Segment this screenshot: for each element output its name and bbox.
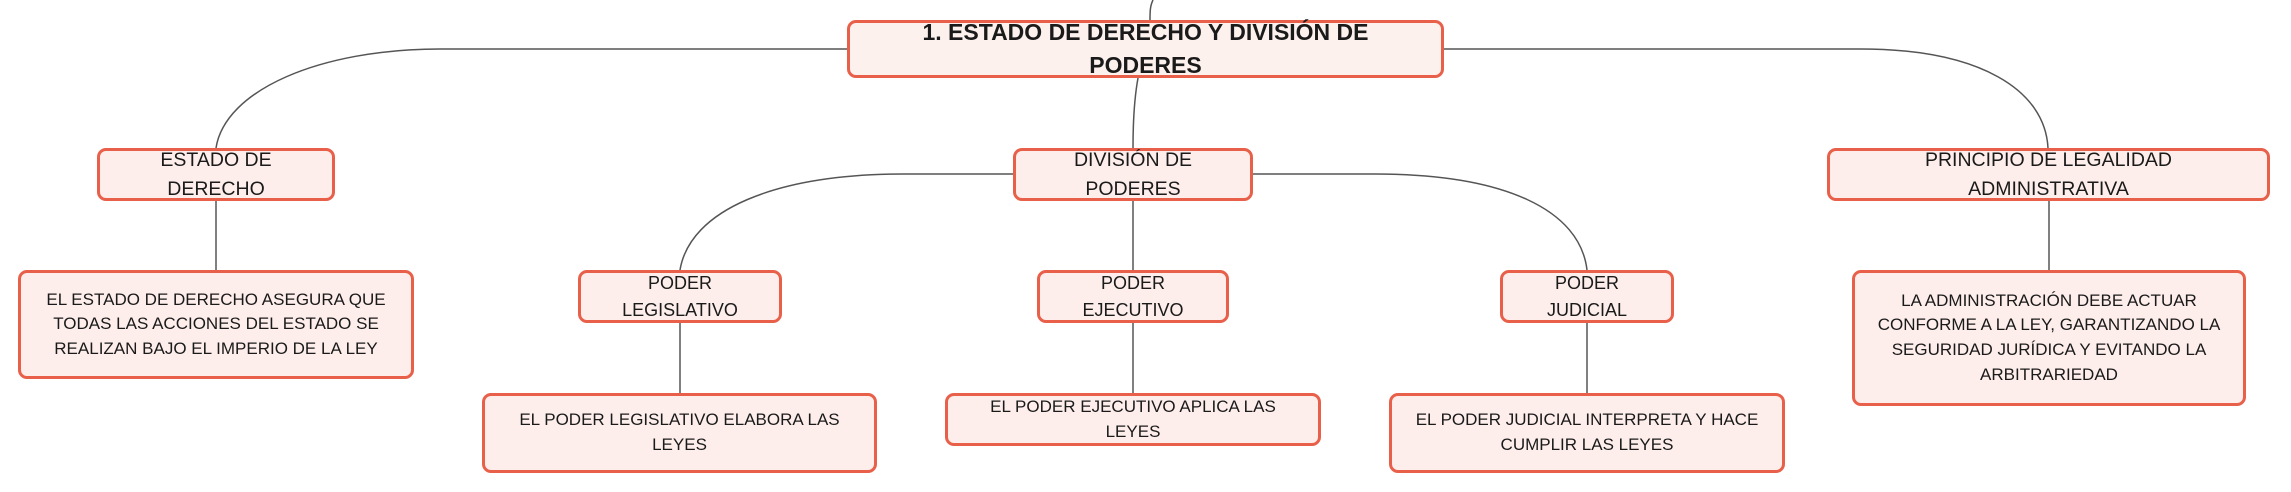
connector-division-judicial <box>1252 173 1588 271</box>
poder-ejecutivo-detail-text: EL PODER EJECUTIVO APLICA LAS LEYES <box>990 396 1276 441</box>
estado-de-derecho-detail-node[interactable]: EL ESTADO DE DERECHO ASEGURA QUE TODAS L… <box>18 270 414 379</box>
principio-legalidad-detail-text: LA ADMINISTRACIÓN DEBE ACTUAR CONFORME A… <box>1877 290 2221 384</box>
root-node[interactable]: 1. ESTADO DE DERECHO Y DIVISIÓN DE PODER… <box>847 19 1444 78</box>
poder-judicial-detail-text: EL PODER JUDICIAL INTERPRETA Y HACE CUMP… <box>1415 410 1759 454</box>
poder-ejecutivo-label: PODER EJECUTIVO <box>1082 273 1184 320</box>
poder-ejecutivo-node[interactable]: PODER EJECUTIVO <box>1037 270 1229 323</box>
poder-judicial-label: PODER JUDICIAL <box>1546 273 1627 320</box>
estado-de-derecho-node[interactable]: ESTADO DE DERECHO <box>97 148 335 201</box>
connector-root-legalidad <box>1444 48 2049 149</box>
poder-legislativo-node[interactable]: PODER LEGISLATIVO <box>578 270 782 323</box>
connector-division-legislativo <box>679 173 1013 271</box>
root-node-label: 1. ESTADO DE DERECHO Y DIVISIÓN DE PODER… <box>922 18 1369 78</box>
connector-parent-root <box>1149 0 1154 21</box>
poder-judicial-node[interactable]: PODER JUDICIAL <box>1500 270 1674 323</box>
principio-legalidad-detail-node[interactable]: LA ADMINISTRACIÓN DEBE ACTUAR CONFORME A… <box>1852 270 2246 406</box>
connector-root-estado <box>215 48 847 149</box>
poder-legislativo-detail-text: EL PODER LEGISLATIVO ELABORA LAS LEYES <box>519 410 840 454</box>
poder-judicial-detail-node[interactable]: EL PODER JUDICIAL INTERPRETA Y HACE CUMP… <box>1389 393 1785 473</box>
principio-legalidad-label: PRINCIPIO DE LEGALIDAD ADMINISTRATIVA <box>1924 149 2173 200</box>
estado-de-derecho-detail-text: EL ESTADO DE DERECHO ASEGURA QUE TODAS L… <box>46 289 386 358</box>
division-de-poderes-node[interactable]: DIVISIÓN DE PODERES <box>1013 148 1253 201</box>
principio-legalidad-node[interactable]: PRINCIPIO DE LEGALIDAD ADMINISTRATIVA <box>1827 148 2270 201</box>
estado-de-derecho-label: ESTADO DE DERECHO <box>160 149 272 200</box>
division-de-poderes-label: DIVISIÓN DE PODERES <box>1073 149 1193 200</box>
poder-legislativo-detail-node[interactable]: EL PODER LEGISLATIVO ELABORA LAS LEYES <box>482 393 877 473</box>
poder-legislativo-label: PODER LEGISLATIVO <box>622 273 738 320</box>
poder-ejecutivo-detail-node[interactable]: EL PODER EJECUTIVO APLICA LAS LEYES <box>945 393 1321 446</box>
connector-root-division <box>1132 77 1139 149</box>
